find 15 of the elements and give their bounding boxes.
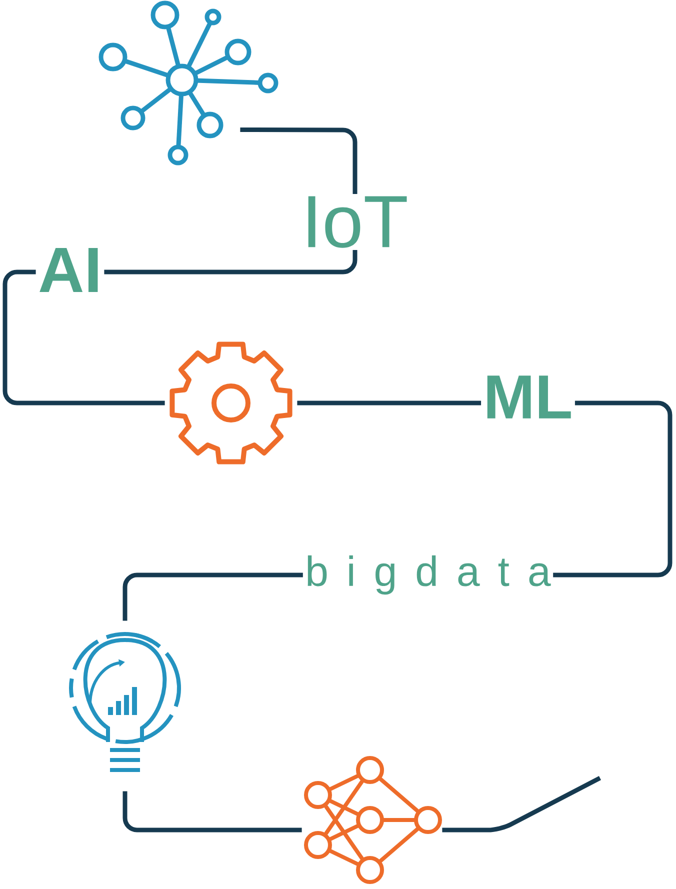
icon-drawing	[69, 632, 181, 772]
icon-drawing	[304, 756, 442, 884]
icon-drawing	[98, 0, 278, 166]
word-label: b i g d a t a	[308, 555, 551, 595]
connector-line	[240, 127, 358, 194]
word-label: IoT	[308, 196, 407, 248]
connector-line	[297, 400, 482, 406]
icon-drawing	[170, 342, 292, 464]
connector-line	[2, 270, 165, 406]
connector-line	[553, 400, 672, 578]
word-label: ML	[487, 376, 571, 418]
connector-line	[442, 776, 602, 832]
word-label: AI	[40, 248, 98, 292]
connector-line	[122, 791, 302, 832]
connector-line	[122, 572, 303, 621]
